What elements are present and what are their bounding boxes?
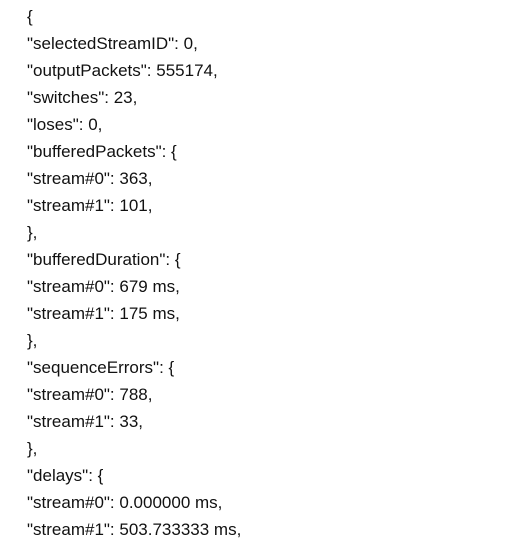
json-line-sequence-errors-stream0: "stream#0": 788,: [27, 385, 153, 404]
json-line-close-brace: },: [27, 439, 38, 458]
json-line-switches: "switches": 23,: [27, 88, 138, 107]
json-line-close-brace: },: [27, 223, 38, 242]
json-line-delays-key: "delays": {: [27, 466, 104, 485]
json-line-buffered-packets-key: "bufferedPackets": {: [27, 142, 177, 161]
json-line-delays-stream1: "stream#1": 503.733333 ms,: [27, 520, 242, 539]
json-document: { "selectedStreamID": 0, "outputPackets"…: [27, 3, 497, 543]
json-line-loses: "loses": 0,: [27, 115, 103, 134]
json-line-delays-stream0: "stream#0": 0.000000 ms,: [27, 493, 223, 512]
json-line-close-brace: },: [27, 331, 38, 350]
json-line-buffered-packets-stream1: "stream#1": 101,: [27, 196, 153, 215]
json-line-selected-stream-id: "selectedStreamID": 0,: [27, 34, 198, 53]
json-line-buffered-duration-key: "bufferedDuration": {: [27, 250, 181, 269]
json-line-sequence-errors-key: "sequenceErrors": {: [27, 358, 175, 377]
json-line-buffered-duration-stream1: "stream#1": 175 ms,: [27, 304, 180, 323]
json-line-open-brace: {: [27, 7, 33, 26]
json-line-buffered-duration-stream0: "stream#0": 679 ms,: [27, 277, 180, 296]
json-line-output-packets: "outputPackets": 555174,: [27, 61, 218, 80]
json-line-sequence-errors-stream1: "stream#1": 33,: [27, 412, 144, 431]
json-line-buffered-packets-stream0: "stream#0": 363,: [27, 169, 153, 188]
